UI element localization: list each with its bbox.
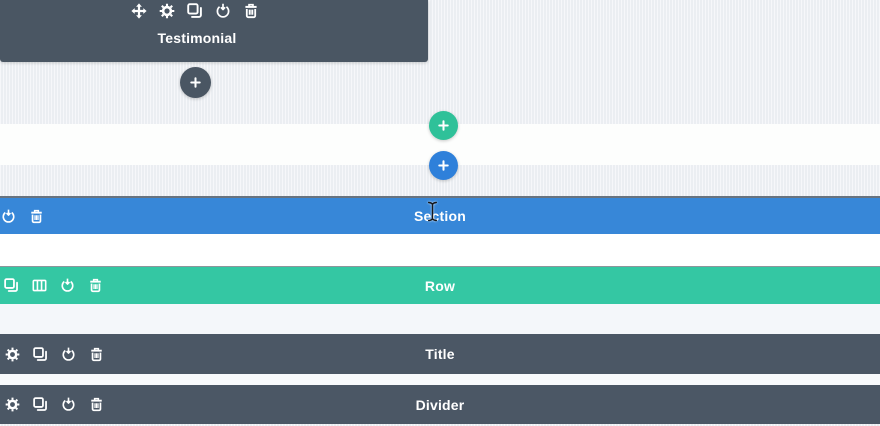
add-row-button[interactable]	[429, 111, 458, 140]
testimonial-module-bar: Testimonial	[0, 0, 428, 62]
delete-icon[interactable]	[88, 278, 103, 293]
delete-icon[interactable]	[29, 209, 44, 224]
row-label: Row	[424, 277, 456, 294]
duplicate-icon[interactable]	[4, 278, 19, 293]
delete-icon[interactable]	[89, 347, 104, 362]
plus-icon	[437, 159, 450, 172]
columns-icon[interactable]	[32, 278, 47, 293]
row-actions	[4, 267, 103, 304]
delete-icon[interactable]	[243, 3, 259, 19]
duplicate-icon[interactable]	[187, 3, 203, 19]
plus-icon	[437, 119, 450, 132]
disable-icon[interactable]	[61, 347, 76, 362]
testimonial-module-actions	[131, 0, 259, 29]
section-actions	[1, 198, 44, 234]
divider-module-bar[interactable]: Divider	[0, 385, 880, 424]
title-module-actions	[5, 334, 104, 374]
divider-module-actions	[5, 385, 104, 424]
plus-icon	[189, 76, 202, 89]
add-section-button[interactable]	[429, 151, 458, 180]
duplicate-icon[interactable]	[33, 346, 48, 362]
gear-icon[interactable]	[159, 3, 175, 19]
duplicate-icon[interactable]	[33, 397, 48, 412]
disable-icon[interactable]	[215, 3, 231, 19]
disable-icon[interactable]	[1, 209, 16, 224]
move-icon[interactable]	[131, 3, 147, 19]
divider-module-label: Divider	[415, 396, 465, 413]
page-content-band	[0, 234, 880, 266]
add-module-button[interactable]	[180, 67, 211, 98]
disable-icon[interactable]	[61, 397, 76, 412]
title-module-label: Title	[425, 346, 455, 362]
testimonial-module-label: Testimonial	[157, 30, 237, 46]
delete-icon[interactable]	[89, 397, 104, 412]
page-content-band	[0, 374, 880, 385]
section-bar[interactable]: Section	[0, 196, 880, 234]
title-module-bar[interactable]: Title	[0, 334, 880, 374]
gear-icon[interactable]	[5, 397, 20, 412]
page-content-band	[0, 303, 880, 334]
disable-icon[interactable]	[60, 278, 75, 293]
row-bar[interactable]: Row	[0, 266, 880, 304]
section-label: Section	[414, 208, 466, 224]
gear-icon[interactable]	[5, 347, 20, 362]
